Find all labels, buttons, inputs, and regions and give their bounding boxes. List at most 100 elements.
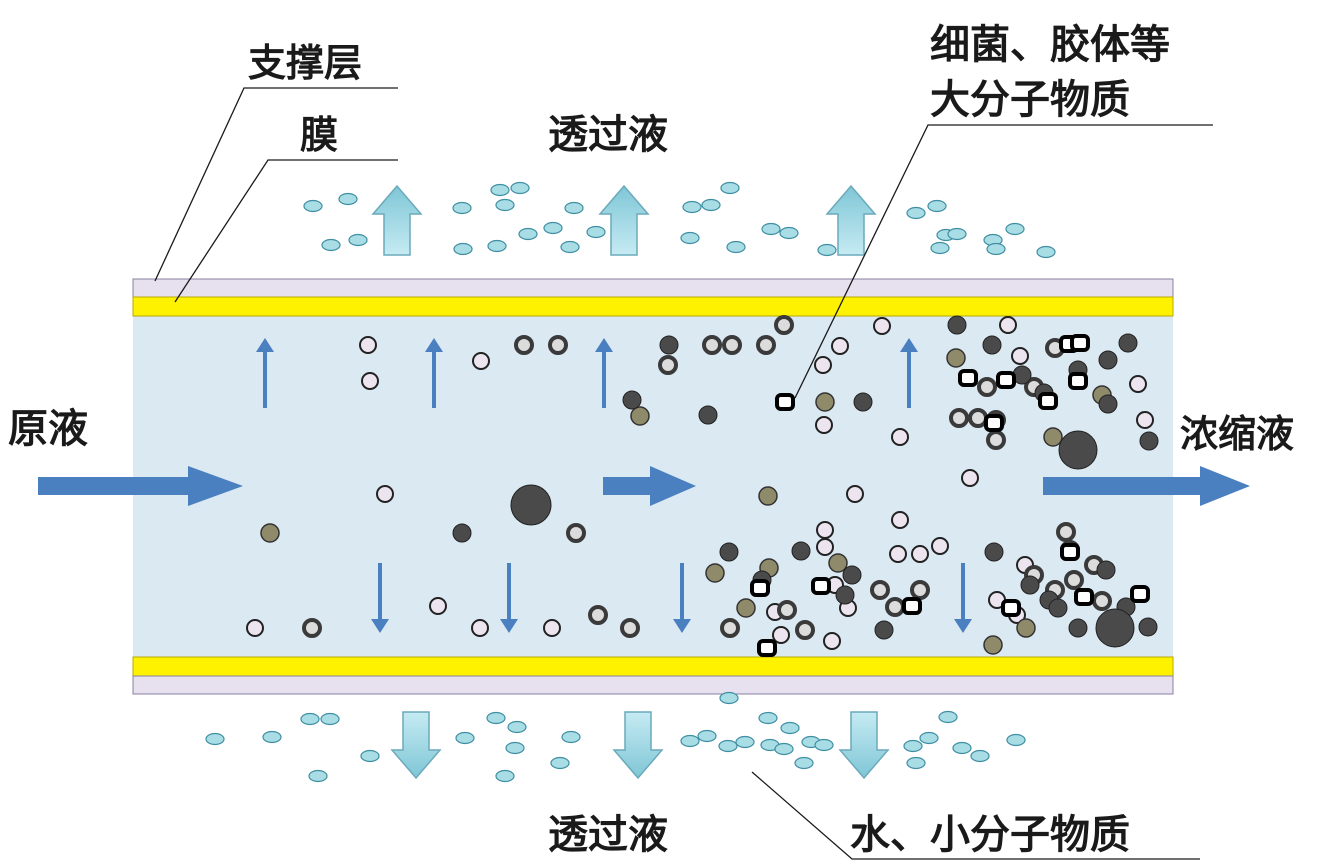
- permeate-droplets: [205, 181, 1056, 783]
- particle-bacteria: [811, 577, 831, 595]
- particle-hollow: [816, 538, 834, 556]
- particle-dark: [947, 315, 967, 335]
- permeate-droplet: [720, 181, 740, 195]
- particle-hollow: [846, 485, 864, 503]
- permeate-droplet: [986, 242, 1006, 256]
- permeate-droplet: [510, 181, 530, 195]
- particle-hollow: [376, 485, 394, 503]
- permeate-droplet: [970, 749, 990, 763]
- particle-ring: [720, 618, 740, 638]
- permeate-droplet: [507, 720, 527, 734]
- particle-bacteria: [996, 371, 1016, 389]
- particle-ring: [774, 315, 794, 335]
- arrow-right-icon: [603, 466, 696, 506]
- particle-hollow: [831, 337, 849, 355]
- particle-ring: [548, 335, 568, 355]
- flow-arrow-up-head: [900, 338, 918, 352]
- permeate-droplet: [486, 711, 506, 725]
- flow-arrow-down-head: [500, 619, 518, 633]
- particle-bacteria: [1038, 392, 1058, 410]
- particle-ring: [1064, 570, 1084, 590]
- particle-dark: [835, 585, 855, 605]
- permeate-droplet: [1005, 222, 1025, 236]
- permeate-droplet: [774, 742, 794, 756]
- particle-dark: [698, 405, 718, 425]
- particle-olive: [736, 598, 756, 618]
- permeate-droplet: [320, 712, 340, 726]
- particle-bacteria: [775, 393, 795, 411]
- permeate-droplet: [338, 192, 358, 206]
- permeate-droplet: [1036, 245, 1056, 259]
- permeate-droplet: [348, 233, 368, 247]
- particle-ring: [910, 580, 930, 600]
- feed-label: 原液: [8, 406, 88, 452]
- permeate-droplet: [680, 734, 700, 748]
- particle-ring: [566, 523, 586, 543]
- support-layer-bottom: [132, 675, 1174, 695]
- particle-hollow: [814, 356, 832, 374]
- particle-hollow: [359, 336, 377, 354]
- large-molecules-label-line1: 细菌、胶体等: [930, 22, 1170, 68]
- particle-hollow: [931, 537, 949, 555]
- particle-bacteria: [1001, 599, 1021, 617]
- particle-ring: [1056, 522, 1076, 542]
- particle-bacteria: [1068, 372, 1088, 390]
- permeate-top-label: 透过液: [548, 112, 668, 158]
- permeate-droplet: [906, 206, 926, 220]
- particle-ring: [620, 618, 640, 638]
- permeate-droplet: [794, 756, 814, 770]
- particle-ring: [977, 377, 997, 397]
- flow-arrow-up-head: [595, 338, 613, 352]
- permeate-droplet: [817, 243, 837, 257]
- permeate-droplet: [682, 200, 702, 214]
- particle-hollow: [823, 632, 841, 650]
- particle-hollow: [1129, 375, 1147, 393]
- internal-flow-arrows: [256, 338, 972, 633]
- permeate-bottom-label: 透过液: [548, 812, 668, 858]
- support-layer-label: 支撑层: [248, 41, 362, 85]
- permeate-droplet: [205, 732, 225, 746]
- particle-ring: [1092, 591, 1112, 611]
- particle-ring: [986, 430, 1006, 450]
- leader-line-support-layer: [154, 87, 398, 282]
- particle-bacteria: [1074, 588, 1094, 606]
- concentrate-label: 浓缩液: [1180, 412, 1294, 456]
- leader-line-membrane: [174, 159, 398, 303]
- permeate-droplet: [719, 691, 739, 705]
- particle-bacteria: [1070, 334, 1090, 352]
- particle-dark: [1098, 394, 1118, 414]
- particle-bacteria: [1060, 543, 1080, 561]
- particle-hollow: [246, 619, 264, 637]
- permeate-droplet: [697, 729, 717, 743]
- permeate-droplet: [680, 231, 700, 245]
- particle-olive: [630, 406, 650, 426]
- particle-olive: [946, 348, 966, 368]
- large-molecules-label-line2: 大分子物质: [930, 77, 1130, 123]
- flow-arrow-up-head: [256, 338, 274, 352]
- permeate-droplet: [561, 730, 581, 744]
- particle-ring: [795, 620, 815, 640]
- arrow-down-icon: [612, 711, 664, 780]
- permeate-droplet: [518, 227, 538, 241]
- flow-arrow-down-head: [371, 619, 389, 633]
- particle-hollow: [472, 352, 490, 370]
- permeate-droplet: [735, 735, 755, 749]
- permeate-droplet: [947, 227, 967, 241]
- particle-olive: [815, 392, 835, 412]
- particle-dark: [510, 484, 552, 526]
- particle-dark: [982, 335, 1002, 355]
- particle-bacteria: [958, 369, 978, 387]
- arrow-up-icon: [825, 184, 877, 256]
- particle-dark: [1048, 598, 1068, 618]
- particle-ring: [722, 335, 742, 355]
- permeate-droplet: [758, 711, 778, 725]
- permeate-droplet: [321, 238, 341, 252]
- particle-dark: [842, 565, 862, 585]
- permeate-droplet: [262, 730, 282, 744]
- permeate-droplet: [701, 198, 721, 212]
- particle-olive: [705, 563, 725, 583]
- particle-hollow: [873, 317, 891, 335]
- small-molecules-label: 水、小分子物质: [850, 812, 1130, 858]
- particle-hollow: [429, 597, 447, 615]
- particle-hollow: [471, 619, 489, 637]
